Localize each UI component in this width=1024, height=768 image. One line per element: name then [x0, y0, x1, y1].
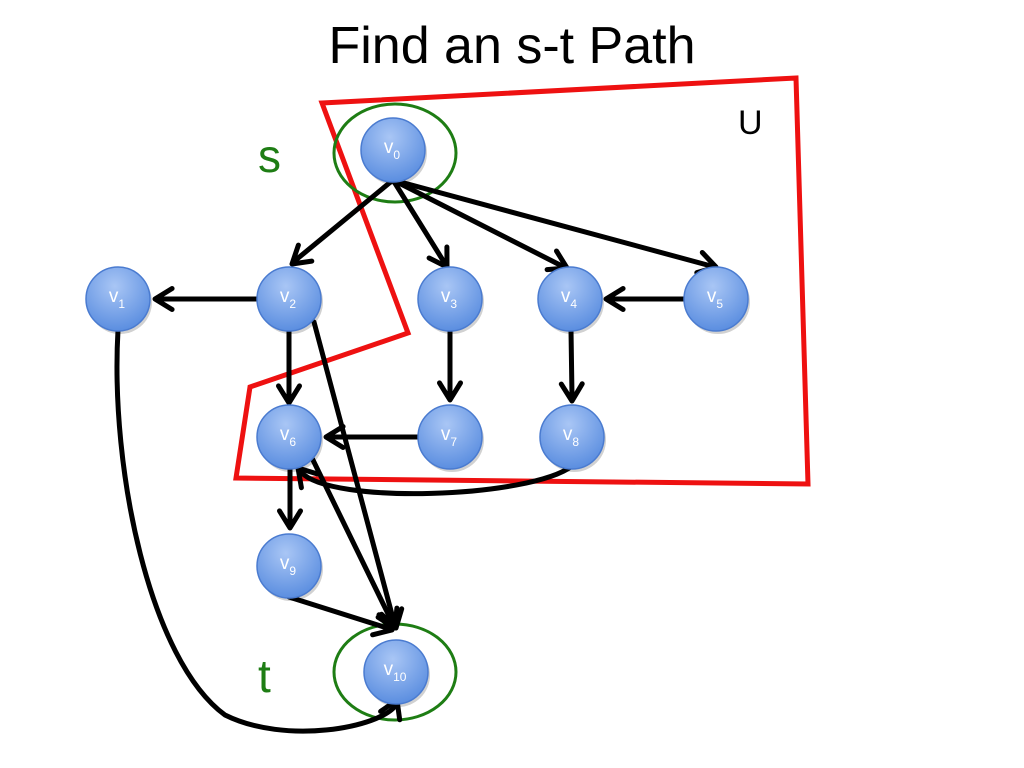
- edge-arrowhead: [277, 508, 303, 531]
- node-circle: [417, 404, 483, 470]
- node-label-base: v: [563, 424, 573, 445]
- source-label: s: [258, 130, 281, 182]
- edge-v7-to-v6: [323, 424, 422, 450]
- edge-line: [390, 177, 565, 269]
- node-circle: [256, 266, 322, 332]
- edge-line: [286, 594, 390, 631]
- node-label-subscript: 6: [289, 435, 296, 449]
- edge-v2-to-v1: [152, 286, 261, 312]
- node-label: v1: [109, 286, 126, 311]
- node-label-base: v: [280, 553, 290, 574]
- edge-v2-to-v6: [276, 327, 302, 406]
- node-label: v0: [384, 137, 401, 162]
- edge-v5-to-v4: [603, 286, 688, 312]
- edge-line: [294, 177, 396, 262]
- node-label: v9: [280, 553, 297, 578]
- node-label-base: v: [280, 424, 290, 445]
- set-label-u: U: [738, 104, 763, 142]
- edge-v4-to-v8: [558, 327, 585, 404]
- edge-arrowhead: [323, 424, 346, 450]
- edge-arrowhead: [370, 612, 395, 638]
- edge-line: [390, 177, 714, 269]
- node-circle: [360, 117, 426, 183]
- node-label-subscript: 7: [450, 435, 457, 449]
- node-label-subscript: 10: [393, 670, 407, 684]
- node-label-subscript: 3: [450, 297, 457, 311]
- edge-v6-to-v9: [277, 465, 303, 531]
- node-label-subscript: 9: [289, 564, 296, 578]
- edge-arrowhead: [603, 286, 626, 312]
- node-circle: [256, 404, 322, 470]
- sink-label: t: [258, 650, 271, 702]
- edge-arrowhead: [437, 380, 463, 403]
- edge-v2-to-v10: [311, 319, 405, 631]
- edge-line: [568, 327, 575, 399]
- node-label-subscript: 4: [570, 297, 577, 311]
- edge-v0-to-v2: [289, 177, 396, 267]
- node-v1: v1: [85, 266, 152, 334]
- edge-v9-to-v10: [286, 594, 395, 638]
- edge-line: [114, 327, 399, 734]
- node-v10: v10: [363, 639, 430, 707]
- node-label-subscript: 5: [716, 297, 723, 311]
- node-circle: [417, 266, 483, 332]
- node-label-base: v: [441, 424, 451, 445]
- node-label-base: v: [384, 659, 394, 680]
- node-label-base: v: [384, 137, 394, 158]
- node-v8: v8: [539, 404, 606, 472]
- node-label: v2: [280, 286, 297, 311]
- node-label-base: v: [441, 286, 451, 307]
- node-label-subscript: 2: [289, 297, 296, 311]
- node-v4: v4: [537, 266, 604, 334]
- node-v7: v7: [417, 404, 484, 472]
- node-circle: [539, 404, 605, 470]
- node-label: v6: [280, 424, 297, 449]
- node-label: v10: [384, 659, 407, 684]
- edge-arrowhead: [289, 242, 315, 267]
- edge-arrowhead: [276, 383, 302, 406]
- edge-v3-to-v7: [437, 327, 463, 403]
- node-label: v8: [563, 424, 580, 449]
- node-label-subscript: 0: [393, 148, 400, 162]
- node-label-base: v: [561, 286, 571, 307]
- edge-arrowhead: [558, 381, 585, 404]
- node-label: v4: [561, 286, 578, 311]
- node-circle: [363, 639, 429, 705]
- node-label-subscript: 8: [572, 435, 579, 449]
- node-v6: v6: [256, 404, 323, 472]
- slide-title: Find an s-t Path: [328, 17, 696, 75]
- edge-line: [390, 177, 447, 265]
- node-v0: v0: [360, 117, 427, 185]
- edge-line: [309, 455, 395, 625]
- edge-v6-to-v10: [309, 455, 400, 631]
- node-label-base: v: [707, 286, 717, 307]
- node-v9: v9: [256, 533, 323, 601]
- edge-line: [311, 319, 397, 625]
- node-v2: v2: [256, 266, 323, 334]
- node-circle: [85, 266, 151, 332]
- node-v5: v5: [683, 266, 750, 334]
- node-label-base: v: [280, 286, 290, 307]
- node-label-subscript: 1: [118, 297, 125, 311]
- node-circle: [537, 266, 603, 332]
- edge-line: [298, 463, 575, 497]
- node-label: v3: [441, 286, 458, 311]
- edge-arrowhead: [152, 286, 175, 312]
- node-circle: [683, 266, 749, 332]
- node-circle: [256, 533, 322, 599]
- node-label: v7: [441, 424, 458, 449]
- cut-region-u: [233, 75, 811, 487]
- node-label: v5: [707, 286, 724, 311]
- node-v3: v3: [417, 266, 484, 334]
- node-label-base: v: [109, 286, 119, 307]
- source-ring: [332, 102, 458, 204]
